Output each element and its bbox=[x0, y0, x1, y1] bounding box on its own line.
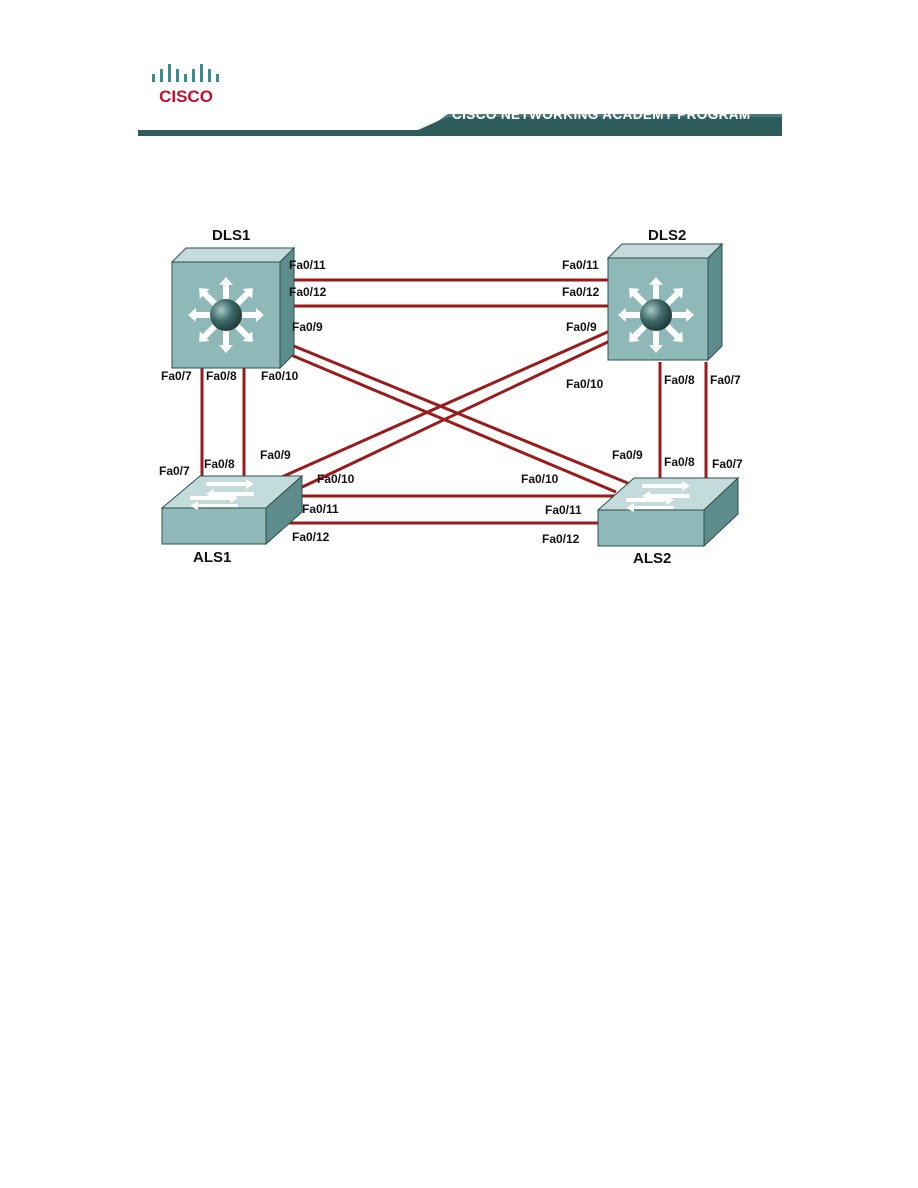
port-label: Fa0/10 bbox=[521, 472, 559, 486]
device-label-dls2: DLS2 bbox=[648, 227, 686, 244]
port-label: Fa0/9 bbox=[612, 448, 643, 462]
als1-workgroup-switch-icon[interactable] bbox=[160, 474, 304, 546]
port-label: Fa0/8 bbox=[664, 373, 695, 387]
port-label: Fa0/8 bbox=[664, 455, 695, 469]
port-label: Fa0/11 bbox=[302, 502, 339, 516]
device-label-dls1: DLS1 bbox=[212, 227, 250, 244]
port-label: Fa0/11 bbox=[545, 503, 582, 517]
port-label: Fa0/12 bbox=[562, 285, 600, 299]
als2-workgroup-switch-icon[interactable] bbox=[596, 476, 740, 548]
port-label: Fa0/9 bbox=[260, 448, 291, 462]
port-label: Fa0/12 bbox=[542, 532, 580, 546]
device-label-als1: ALS1 bbox=[193, 549, 231, 566]
port-label: Fa0/11 bbox=[289, 258, 326, 272]
port-label: Fa0/7 bbox=[161, 369, 192, 383]
device-label-als2: ALS2 bbox=[633, 550, 671, 567]
port-label: Fa0/8 bbox=[204, 457, 235, 471]
port-label: Fa0/9 bbox=[292, 320, 323, 334]
port-label: Fa0/9 bbox=[566, 320, 597, 334]
port-label: Fa0/10 bbox=[317, 472, 355, 486]
port-label: Fa0/7 bbox=[710, 373, 741, 387]
program-title: CISCO NETWORKING ACADEMY PROGRAM bbox=[452, 107, 751, 122]
port-label: Fa0/8 bbox=[206, 369, 237, 383]
link-dls1-als2-fa0-10 bbox=[283, 350, 617, 494]
port-label: Fa0/10 bbox=[566, 377, 604, 391]
port-label: Fa0/11 bbox=[562, 258, 599, 272]
cisco-logo: CISCO bbox=[152, 64, 219, 106]
port-label: Fa0/12 bbox=[289, 285, 327, 299]
logo-wordmark: CISCO bbox=[159, 87, 213, 106]
dls2-multilayer-switch-icon[interactable] bbox=[606, 242, 724, 362]
port-label: Fa0/7 bbox=[712, 457, 743, 471]
link-dls2-als1-fa0-9 bbox=[265, 328, 613, 486]
header-bar bbox=[138, 114, 782, 136]
port-label: Fa0/12 bbox=[292, 530, 330, 544]
link-dls2-als1-fa0-10 bbox=[295, 338, 613, 492]
dls1-multilayer-switch-icon[interactable] bbox=[170, 246, 296, 370]
port-label: Fa0/7 bbox=[159, 464, 190, 478]
port-label: Fa0/10 bbox=[261, 369, 299, 383]
